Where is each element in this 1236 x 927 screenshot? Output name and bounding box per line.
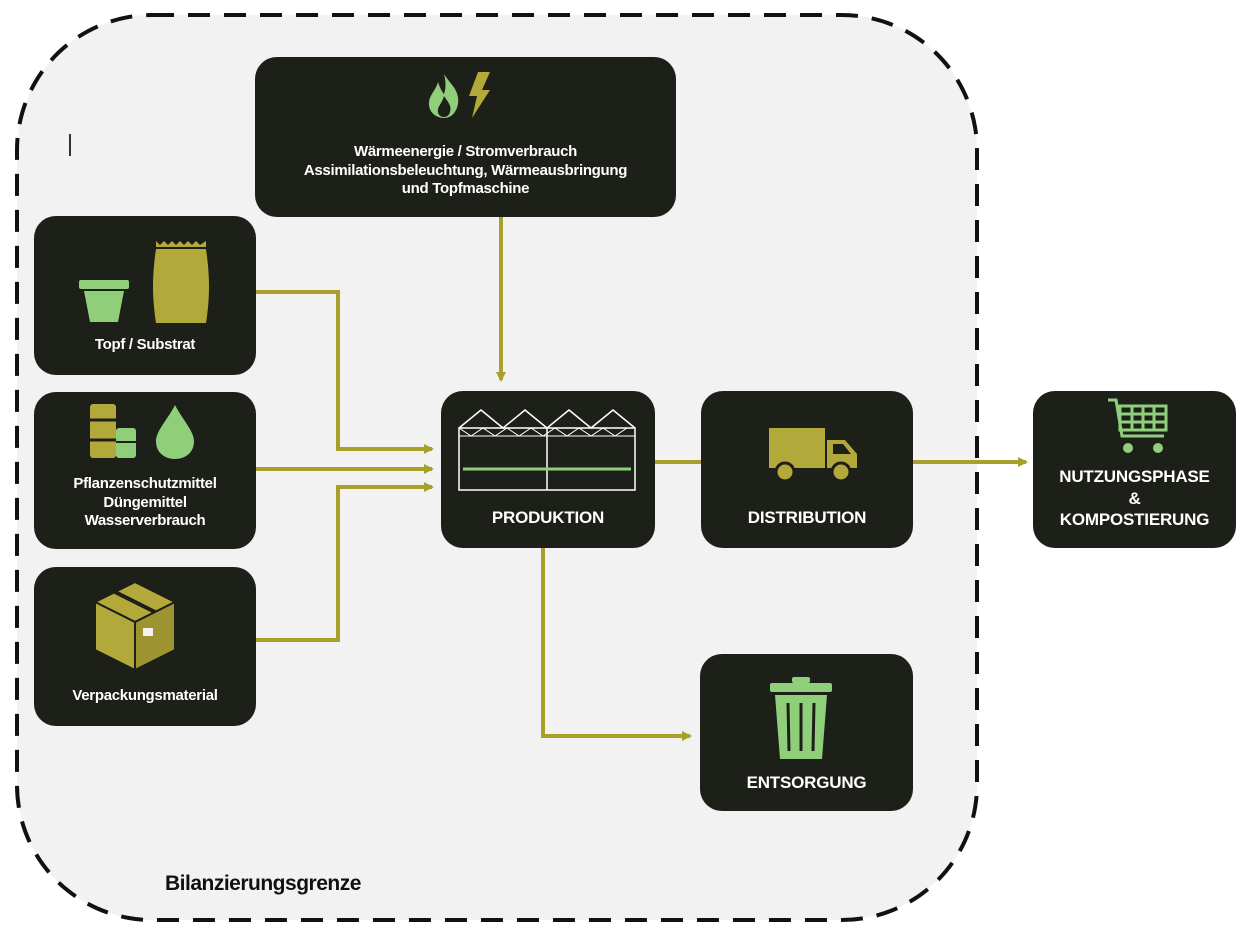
pot-substrate-box: Topf / Substrat bbox=[34, 216, 256, 375]
energy-label-line2: Assimilationsbeleuchtung, Wärmeausbringu… bbox=[303, 161, 628, 179]
energy-label-line3: und Topfmaschine bbox=[401, 180, 530, 198]
use-phase-box: NUTZUNGSPHASE & KOMPOSTIERUNG bbox=[1033, 391, 1236, 548]
energy-label-line1: Wärmeenergie / Stromverbrauch bbox=[353, 142, 578, 160]
text-cursor bbox=[69, 134, 71, 156]
energy-box: Wärmeenergie / Stromverbrauch Assimilati… bbox=[255, 57, 676, 217]
chemicals-box: Pflanzenschutzmittel Düngemittel Wasserv… bbox=[34, 392, 256, 549]
chemicals-label-line1: Pflanzenschutzmittel bbox=[73, 474, 217, 492]
chemicals-label-line3: Wasserverbrauch bbox=[84, 512, 206, 530]
lightning-icon bbox=[469, 72, 490, 118]
plant-pot-icon bbox=[79, 280, 129, 322]
arrow-production-to-disposal bbox=[541, 548, 692, 741]
use-phase-label-line2: & bbox=[1128, 488, 1141, 508]
substrate-bag-icon bbox=[153, 241, 209, 323]
disposal-label: ENTSORGUNG bbox=[746, 772, 867, 792]
trash-can-icon bbox=[770, 677, 832, 759]
use-phase-label-line3: KOMPOSTIERUNG bbox=[1059, 509, 1210, 529]
chemicals-label-line2: Düngemittel bbox=[103, 493, 187, 511]
production-label: PRODUKTION bbox=[491, 507, 605, 527]
arrow-pot-to-production bbox=[256, 290, 434, 454]
packaging-label: Verpackungsmaterial bbox=[72, 687, 218, 705]
distribution-box: DISTRIBUTION bbox=[701, 391, 913, 548]
use-phase-label-line1: NUTZUNGSPHASE bbox=[1059, 467, 1210, 487]
truck-icon bbox=[769, 428, 857, 483]
system-boundary-label: Bilanzierungsgrenze bbox=[165, 872, 361, 895]
distribution-label: DISTRIBUTION bbox=[747, 507, 867, 527]
shopping-cart-icon bbox=[1108, 398, 1168, 453]
greenhouse-icon bbox=[458, 409, 636, 491]
water-drop-icon bbox=[156, 405, 194, 459]
arrow-packaging-to-production bbox=[256, 482, 434, 642]
barrel-icon bbox=[90, 404, 136, 458]
cardboard-box-icon bbox=[93, 580, 177, 672]
flame-icon bbox=[428, 74, 459, 118]
pot-substrate-label: Topf / Substrat bbox=[94, 336, 196, 354]
